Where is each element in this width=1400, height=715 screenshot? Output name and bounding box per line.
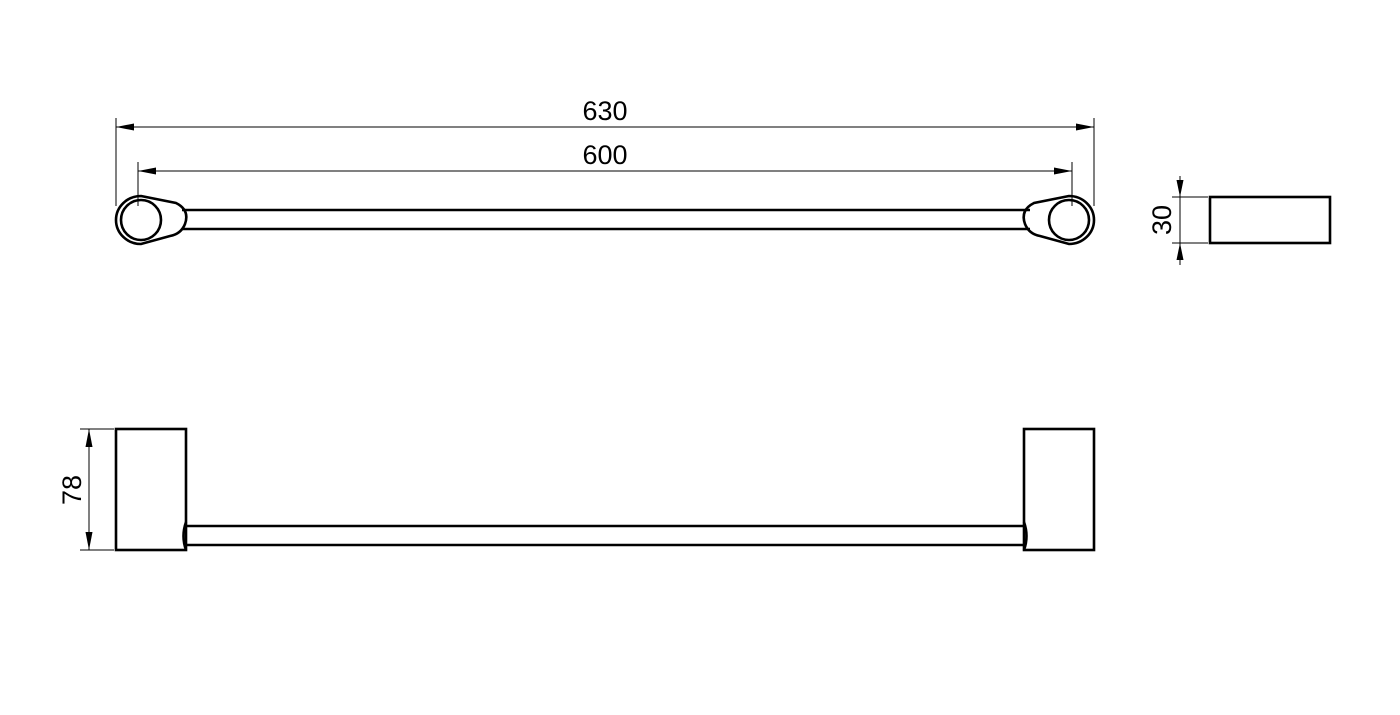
- left-bracket-front: [114, 427, 188, 552]
- top-view: 630 600: [114, 96, 1096, 246]
- dimension-label-30: 30: [1147, 205, 1177, 235]
- dimension-label-630: 630: [582, 96, 627, 126]
- front-view: 78: [57, 427, 1096, 552]
- dimension-bar-length: 600: [138, 140, 1072, 175]
- dimension-overall-length: 630: [116, 96, 1094, 131]
- right-bracket-front: [1022, 427, 1096, 552]
- towel-bar-top: [182, 208, 1030, 231]
- dimension-height: 78: [57, 429, 93, 550]
- side-view: 30: [1147, 176, 1332, 265]
- dimension-depth: 30: [1147, 176, 1184, 265]
- left-bracket-top: [114, 194, 188, 246]
- dimension-label-600: 600: [582, 140, 627, 170]
- right-bracket-top: [1022, 194, 1096, 246]
- towel-bar-front: [182, 521, 1028, 551]
- bracket-side-profile: [1208, 195, 1332, 245]
- dimension-label-78: 78: [57, 475, 87, 505]
